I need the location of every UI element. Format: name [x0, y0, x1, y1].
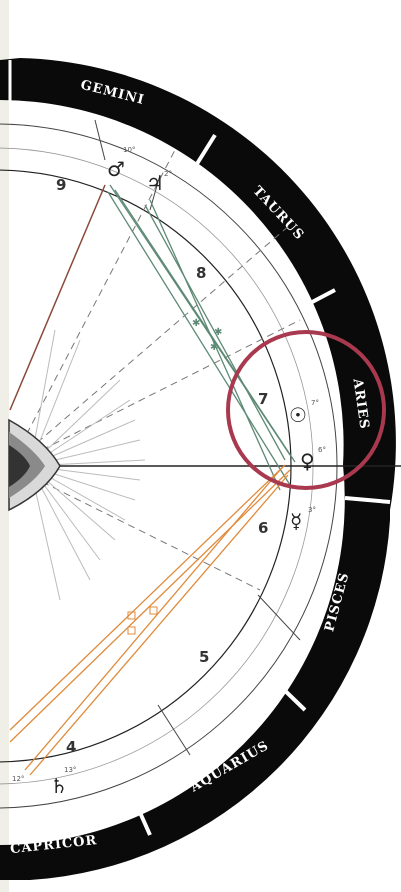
mercury-glyph: ☿	[290, 509, 302, 533]
house-number-5: 5	[199, 648, 209, 666]
house-number-8: 8	[196, 264, 206, 282]
mercury-degree: 3°	[308, 506, 316, 514]
svg-text:✱: ✱	[192, 318, 200, 329]
aspect-lines-orange	[9, 464, 291, 776]
house-cusps	[9, 149, 301, 591]
house-cusps-solid	[94, 119, 301, 756]
svg-text:✱: ✱	[210, 342, 218, 353]
zodiac-band	[0, 58, 396, 880]
mars-glyph: ♂	[107, 157, 125, 181]
saturn-degree: 13°	[64, 766, 76, 774]
venus-glyph: ♀	[300, 449, 315, 473]
jupiter-glyph: ♃	[146, 171, 164, 195]
aspect-line-brown	[9, 184, 106, 411]
sun-glyph: ☉	[289, 403, 307, 427]
sign-label-aries: ARIES	[349, 377, 371, 431]
extra-degree: 12°	[12, 775, 24, 783]
highlight-ring	[226, 330, 386, 490]
house-number-6: 6	[258, 519, 268, 537]
house-number-7: 7	[258, 390, 268, 408]
center-eye-illustration	[8, 418, 61, 512]
sun-degree: 7°	[311, 399, 319, 407]
svg-text:✱: ✱	[214, 327, 222, 338]
house-number-4: 4	[66, 738, 76, 756]
venus-degree: 6°	[318, 446, 326, 454]
page-margin-strip	[0, 0, 9, 892]
house-number-9: 9	[56, 176, 66, 194]
saturn-glyph: ♄	[50, 774, 68, 798]
mars-degree: 10°	[123, 146, 135, 154]
aspect-lines-green	[107, 184, 296, 491]
aspect-markers-green: ✱ ✱ ✱	[192, 318, 222, 353]
jupiter-degree: 2°	[164, 170, 172, 178]
aspect-markers-orange	[127, 606, 158, 635]
